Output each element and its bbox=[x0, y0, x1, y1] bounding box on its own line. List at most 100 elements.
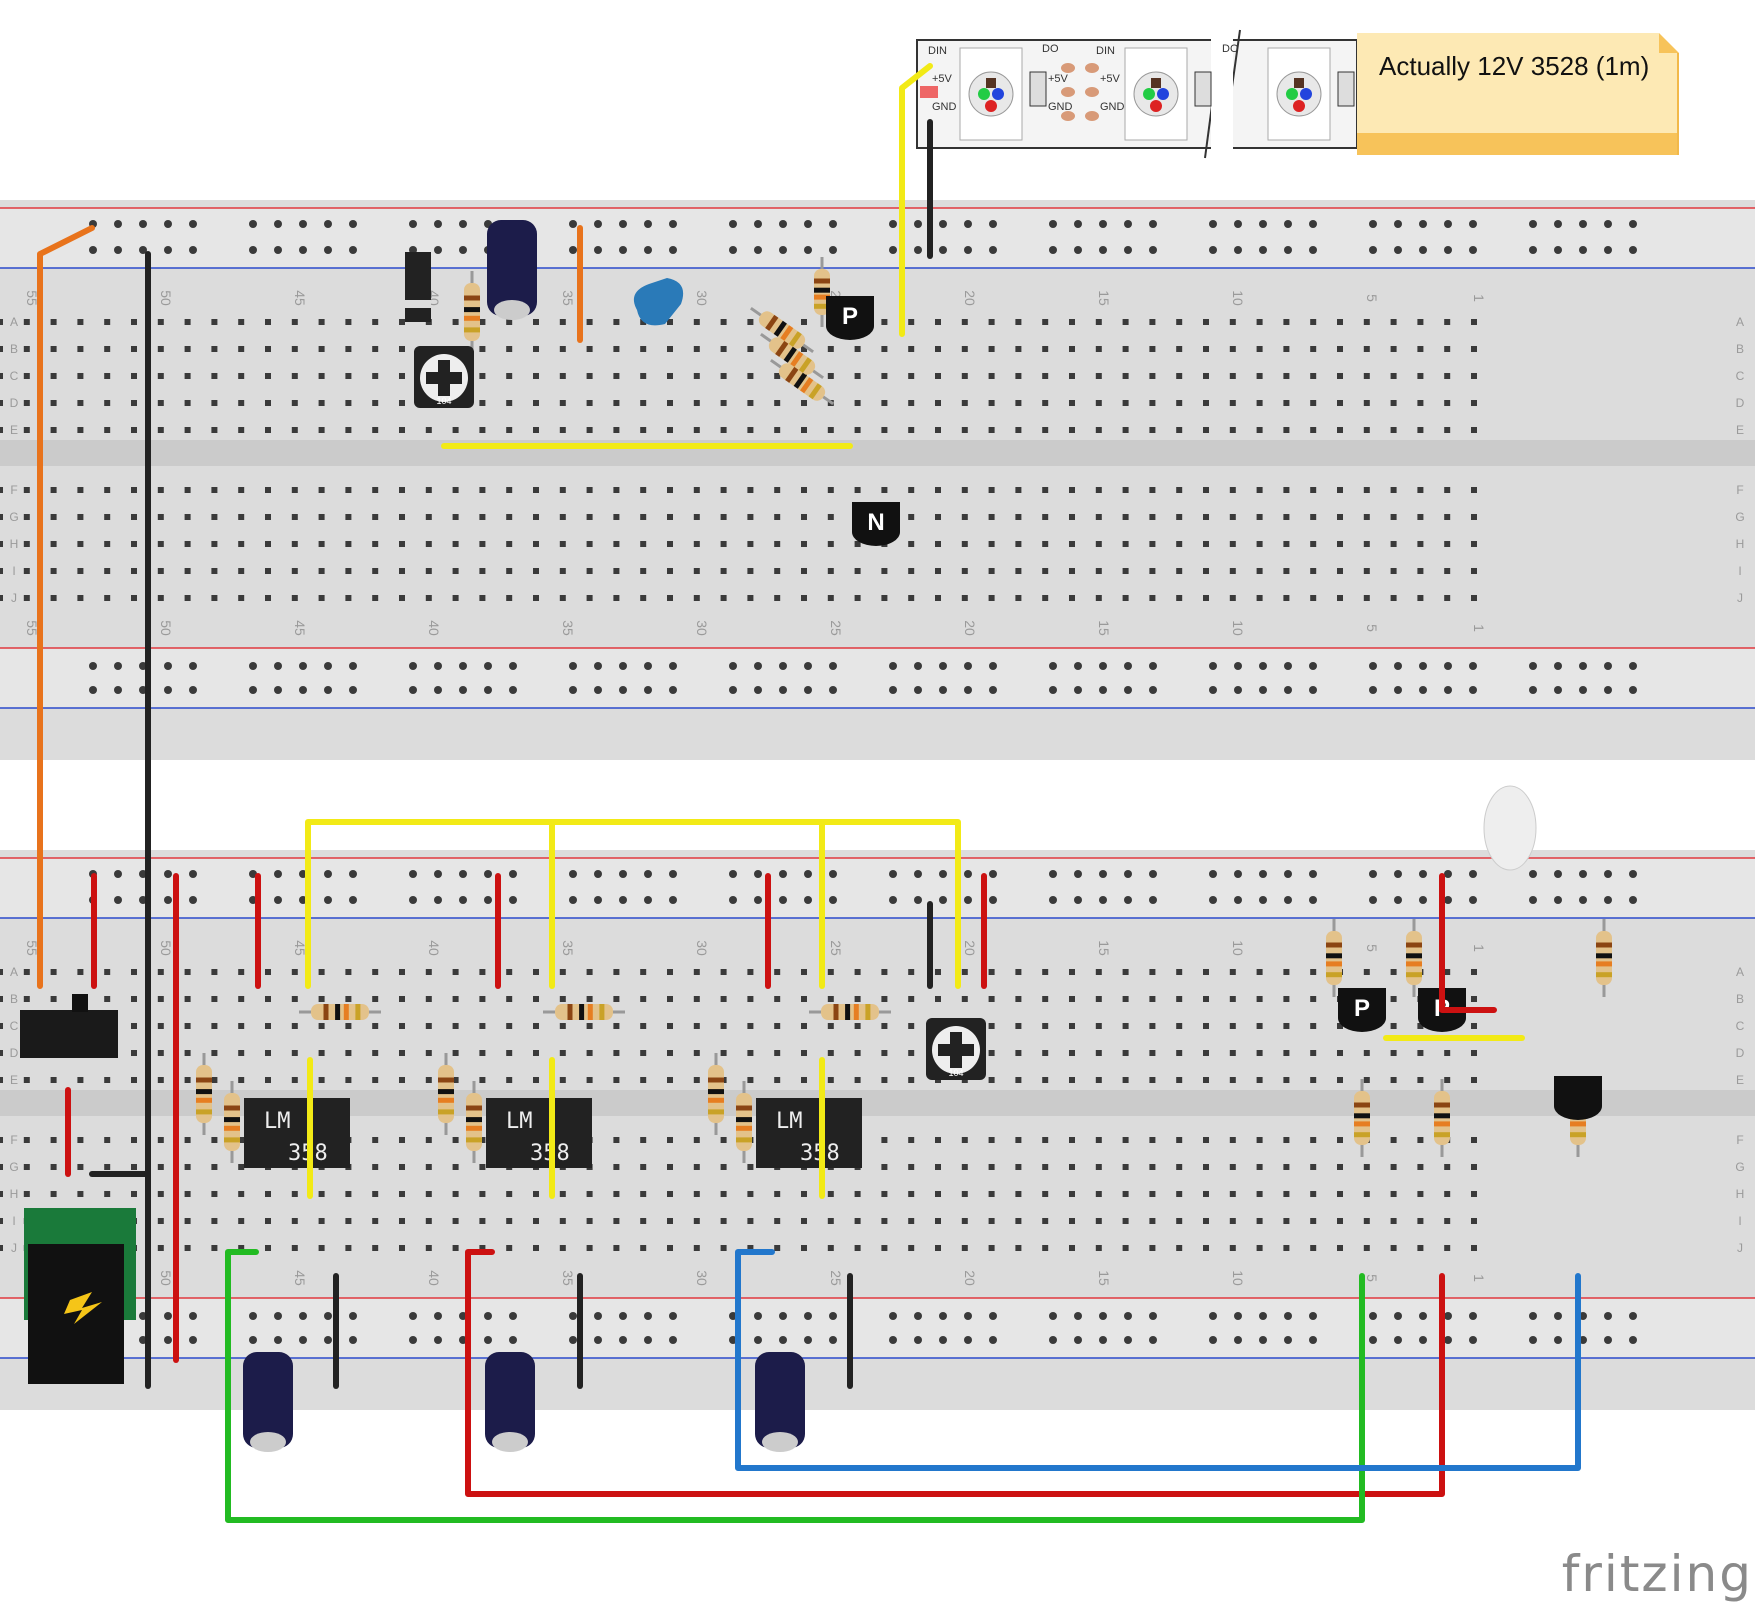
terminal-hole bbox=[345, 427, 352, 433]
terminal-hole bbox=[211, 400, 218, 406]
terminal-hole bbox=[908, 969, 915, 975]
terminal-hole bbox=[265, 400, 271, 406]
terminal-hole bbox=[452, 1050, 459, 1056]
terminal-hole bbox=[1283, 996, 1290, 1002]
terminal-hole bbox=[961, 1137, 968, 1143]
terminal-hole bbox=[506, 373, 513, 379]
terminal-hole bbox=[586, 487, 593, 493]
note-fold bbox=[1659, 33, 1679, 53]
terminal-hole bbox=[640, 1023, 647, 1029]
terminal-hole bbox=[425, 996, 432, 1002]
rail-hole bbox=[1469, 1336, 1477, 1344]
terminal-hole bbox=[345, 319, 352, 325]
terminal-hole bbox=[372, 595, 379, 601]
rail-hole bbox=[829, 662, 837, 670]
terminal-hole bbox=[1176, 319, 1183, 325]
terminal-hole bbox=[908, 487, 915, 493]
rail-hole bbox=[594, 1312, 602, 1320]
terminal-hole bbox=[801, 1050, 807, 1056]
terminal-hole bbox=[1176, 1023, 1183, 1029]
terminal-hole bbox=[479, 568, 486, 574]
terminal-hole bbox=[506, 1023, 513, 1029]
terminal-hole bbox=[1310, 568, 1317, 574]
rail-hole bbox=[669, 870, 677, 878]
terminal-hole bbox=[1283, 346, 1290, 352]
terminal-hole bbox=[559, 1191, 566, 1197]
transistor-label: P bbox=[842, 303, 858, 330]
sticky-note[interactable]: Actually 12V 3528 (1m) bbox=[1357, 33, 1679, 155]
terminal-hole bbox=[533, 1218, 539, 1224]
terminal-hole bbox=[1390, 514, 1397, 520]
rail-hole bbox=[509, 1312, 517, 1320]
terminal-hole bbox=[1256, 487, 1263, 493]
resistor bbox=[196, 1053, 212, 1135]
resistor-band bbox=[323, 1004, 329, 1020]
terminal-hole bbox=[1203, 595, 1209, 601]
rail-hole bbox=[1369, 896, 1377, 904]
terminal-hole bbox=[801, 595, 807, 601]
terminal-hole bbox=[586, 568, 593, 574]
terminal-hole bbox=[1095, 319, 1102, 325]
rail-hole bbox=[324, 686, 332, 694]
resistor bbox=[1354, 1079, 1370, 1157]
column-number: 10 bbox=[1230, 620, 1246, 636]
rail-hole bbox=[754, 246, 762, 254]
terminal-hole bbox=[827, 1023, 834, 1029]
rail-hole bbox=[1124, 1312, 1132, 1320]
terminal-hole bbox=[372, 1137, 379, 1143]
transistor-label: P bbox=[1354, 995, 1370, 1022]
terminal-hole bbox=[0, 319, 3, 325]
column-number: 35 bbox=[560, 290, 576, 306]
terminal-hole bbox=[1149, 1050, 1156, 1056]
resistor-band bbox=[1326, 942, 1342, 948]
resistor-band bbox=[780, 325, 794, 342]
terminal-hole bbox=[1310, 514, 1317, 520]
terminal-hole bbox=[345, 1077, 352, 1083]
terminal-hole bbox=[1363, 541, 1370, 547]
terminal-hole bbox=[801, 568, 807, 574]
led-die-red bbox=[1150, 100, 1162, 112]
terminal-hole bbox=[908, 541, 915, 547]
column-number: 50 bbox=[158, 290, 174, 306]
terminal-hole bbox=[693, 1218, 700, 1224]
rail-hole bbox=[729, 662, 737, 670]
terminal-hole bbox=[1310, 487, 1317, 493]
terminal-hole bbox=[1444, 595, 1451, 601]
row-letter: F bbox=[10, 483, 17, 497]
rail-hole bbox=[249, 1336, 257, 1344]
terminal-hole bbox=[693, 996, 700, 1002]
terminal-hole bbox=[908, 1137, 915, 1143]
terminal-hole bbox=[1256, 319, 1263, 325]
terminal-hole bbox=[801, 1023, 807, 1029]
terminal-hole bbox=[157, 595, 164, 601]
terminal-hole bbox=[693, 427, 700, 433]
terminal-hole bbox=[1229, 400, 1236, 406]
led-die-brown bbox=[986, 78, 996, 88]
terminal-hole bbox=[747, 1050, 754, 1056]
terminal-hole bbox=[184, 400, 191, 406]
rail-hole bbox=[1529, 662, 1537, 670]
rail-hole bbox=[729, 686, 737, 694]
terminal-hole bbox=[211, 1023, 218, 1029]
terminal-hole bbox=[640, 996, 647, 1002]
terminal-hole bbox=[988, 1077, 995, 1083]
rail-hole bbox=[1234, 220, 1242, 228]
terminal-hole bbox=[1095, 514, 1102, 520]
terminal-hole bbox=[1122, 1050, 1129, 1056]
terminal-hole bbox=[238, 969, 245, 975]
terminal-hole bbox=[774, 427, 781, 433]
terminal-hole bbox=[1283, 1077, 1290, 1083]
terminal-hole bbox=[961, 400, 968, 406]
terminal-hole bbox=[399, 373, 405, 379]
terminal-hole bbox=[479, 996, 486, 1002]
breadboards: 6060555550504545404035353030252520201515… bbox=[0, 200, 1755, 1410]
terminal-hole bbox=[640, 969, 647, 975]
terminal-hole bbox=[372, 568, 379, 574]
terminal-hole bbox=[265, 346, 271, 352]
rail-hole bbox=[1604, 662, 1612, 670]
terminal-hole bbox=[693, 1137, 700, 1143]
terminal-hole bbox=[667, 400, 673, 406]
rail-hole bbox=[114, 220, 122, 228]
terminal-hole bbox=[1069, 514, 1075, 520]
column-number: 20 bbox=[962, 620, 978, 636]
